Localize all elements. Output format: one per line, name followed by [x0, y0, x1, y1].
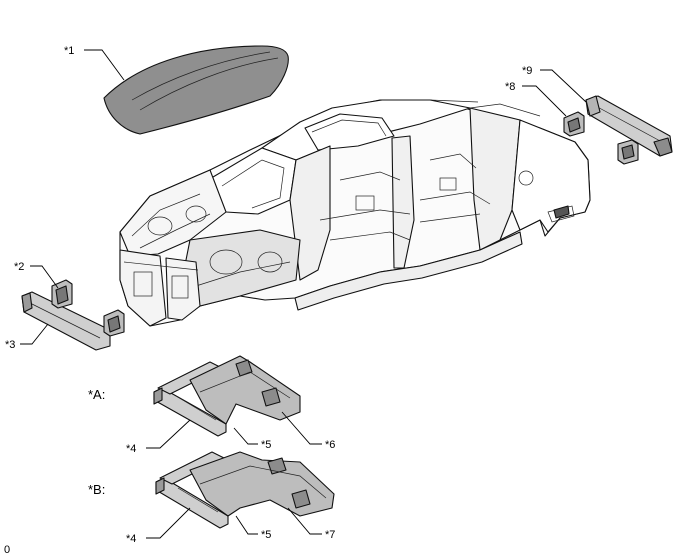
leader-lines: [20, 49, 587, 539]
group-label-a: *A:: [88, 387, 105, 402]
callout-8: *8: [505, 81, 515, 93]
callout-7: *7: [325, 529, 335, 541]
callout-1: *1: [64, 45, 74, 57]
subframe-variant-a: [153, 355, 301, 437]
subframe-variant-b: [155, 451, 335, 529]
callout-2: *2: [14, 261, 24, 273]
hood-part: [103, 45, 289, 135]
callout-4-a: *4: [126, 443, 136, 455]
callout-5-b: *5: [261, 529, 271, 541]
callout-9: *9: [522, 65, 532, 77]
group-label-b: *B:: [88, 482, 105, 497]
rear-bumper-bracket: [563, 111, 639, 165]
front-bumper-reinforcement: [21, 291, 111, 351]
figure-code: 0: [4, 544, 10, 556]
rear-bumper-reinforcement: [585, 95, 673, 157]
car-body-shell: [119, 99, 591, 327]
callout-4-b: *4: [126, 533, 136, 545]
callout-3: *3: [5, 339, 15, 351]
callout-6: *6: [325, 439, 335, 451]
callout-5-a: *5: [261, 439, 271, 451]
